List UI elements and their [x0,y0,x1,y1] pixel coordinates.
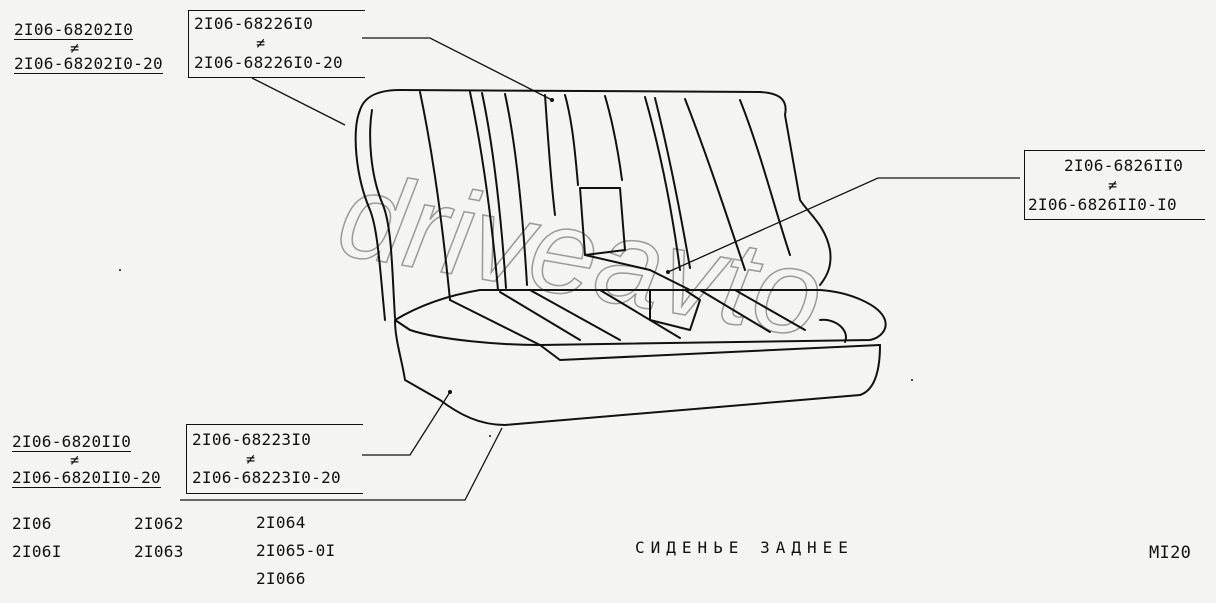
callout-bottom-mid-a: 2I06-68223I0 [192,430,312,449]
backrest-outline [359,89,832,286]
model-col2-0: 2I062 [134,514,184,533]
callout-right-bracket [1024,150,1205,220]
callout-top-left-neq: ≠ [70,39,80,57]
callout-bottom-left-b: 2I06-6820II0-20 [12,468,161,488]
callout-right-b: 2I06-6826II0-I0 [1028,195,1177,214]
cushion-front [394,319,881,426]
callout-bottom-mid-bracket [186,424,363,494]
callout-top-mid-bracket [188,10,365,78]
cushion-top [394,289,887,346]
callout-bottom-mid-neq: ≠ [246,450,256,468]
callout-bottom-left-neq: ≠ [70,451,80,469]
leader-top-mid [362,37,553,101]
callout-top-mid-neq: ≠ [256,34,266,52]
model-col3-1: 2I065-0I [256,541,336,560]
page-title: СИДЕНЬЕ ЗАДНЕЕ [635,538,854,557]
callout-bottom-left-a: 2I06-6820II0 [12,432,132,452]
callout-top-mid-a: 2I06-68226I0 [194,14,314,33]
model-col3-0: 2I064 [256,513,306,532]
callout-top-mid-b: 2I06-68226I0-20 [194,53,343,72]
model-col3-2: 2I066 [256,569,306,588]
leader-bottom-left [180,427,503,501]
model-col1-0: 2I06 [12,514,52,533]
callout-bottom-mid-b: 2I06-68223I0-20 [192,468,341,487]
leader-top-left [251,77,346,126]
model-col2-1: 2I063 [134,542,184,561]
callout-right-neq: ≠ [1108,176,1118,194]
leader-bottom-mid [362,391,451,456]
leader-right [667,177,1020,273]
model-col1-1: 2I06I [12,542,62,561]
callout-top-left-b: 2I06-68202I0-20 [14,54,163,74]
page-code: MI20 [1149,543,1192,563]
callout-top-left-a: 2I06-68202I0 [14,20,134,40]
watermark: driveavto [330,147,833,364]
callout-right-a: 2I06-6826II0 [1064,156,1184,175]
